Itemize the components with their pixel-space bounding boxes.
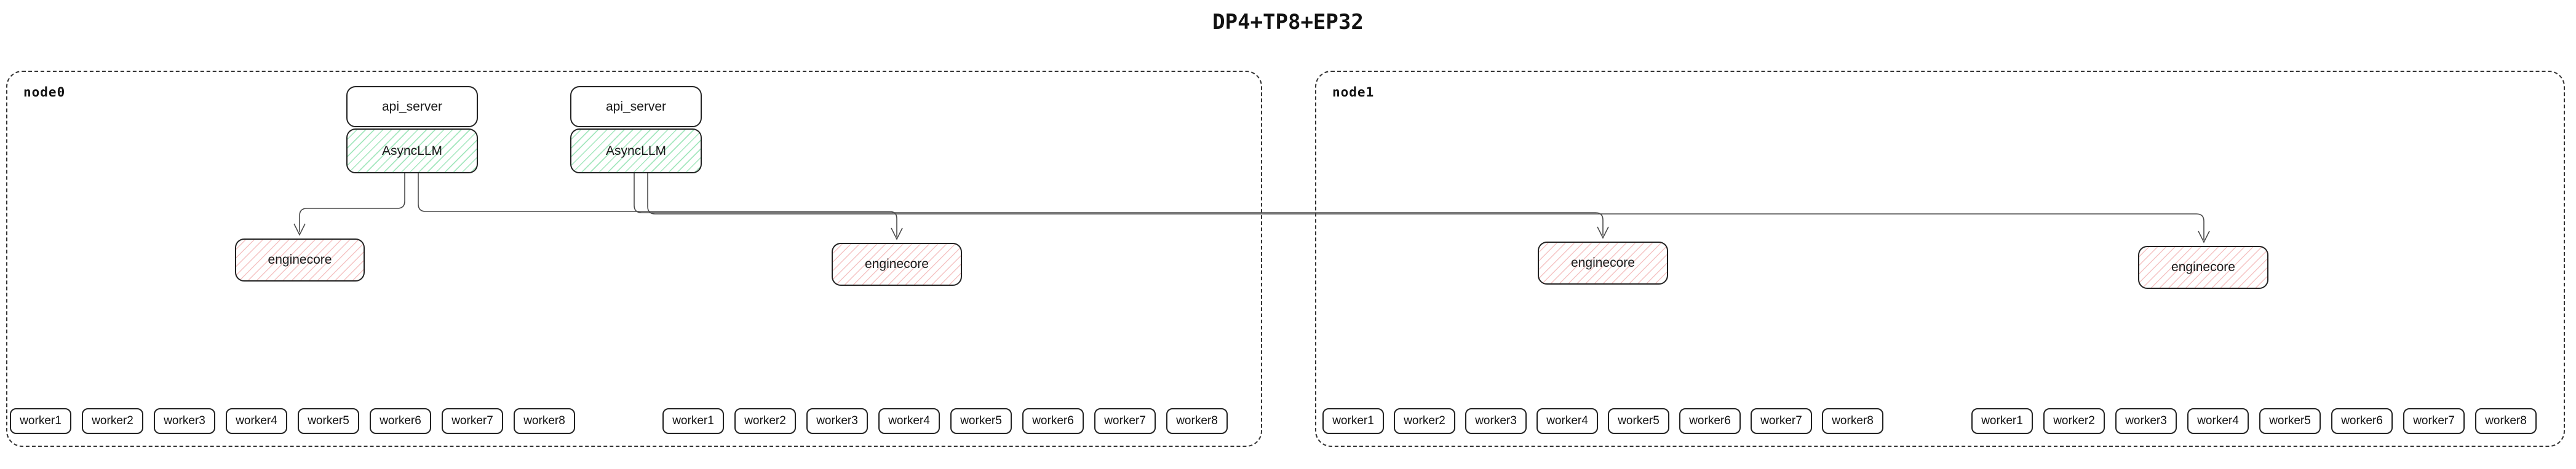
page-title: DP4+TP8+EP32 [1212, 10, 1364, 34]
worker-box: worker3 [154, 408, 215, 434]
enginecore-box-1: enginecore [235, 238, 365, 282]
worker-box: worker6 [1022, 408, 1084, 434]
edge-asyncllm2-enginecore4 [647, 173, 2210, 243]
worker-box: worker6 [370, 408, 431, 434]
worker-box: worker1 [662, 408, 724, 434]
worker-box: worker2 [1394, 408, 1455, 434]
node0-label: node0 [23, 85, 66, 100]
worker-box: worker2 [2043, 408, 2105, 434]
asyncllm-box-1: AsyncLLM [346, 128, 478, 173]
worker-box: worker7 [1094, 408, 1156, 434]
worker-box: worker5 [950, 408, 1012, 434]
arrowhead-icon [891, 227, 903, 240]
worker-box: worker8 [1166, 408, 1228, 434]
edge-asyncllm1-enginecore1 [293, 173, 405, 236]
worker-box: worker8 [2475, 408, 2537, 434]
node1-container [1315, 71, 2565, 447]
arrowhead-icon [293, 223, 306, 236]
worker-group-node1-2: worker1 worker2 worker3 worker4 worker5 … [1971, 408, 2537, 434]
arrowhead-icon [2198, 231, 2210, 243]
enginecore-box-2: enginecore [832, 243, 962, 286]
worker-box: worker6 [1679, 408, 1741, 434]
worker-box: worker5 [298, 408, 359, 434]
worker-box: worker1 [10, 408, 71, 434]
worker-box: worker2 [82, 408, 143, 434]
node0-container [6, 71, 1262, 447]
worker-group-node1-1: worker1 worker2 worker3 worker4 worker5 … [1322, 408, 1883, 434]
worker-box: worker1 [1322, 408, 1384, 434]
worker-box: worker3 [1465, 408, 1527, 434]
edge-asyncllm2-enginecore3 [634, 173, 1609, 239]
worker-box: worker1 [1971, 408, 2033, 434]
worker-box: worker3 [2115, 408, 2177, 434]
worker-box: worker7 [2403, 408, 2465, 434]
node1-label: node1 [1332, 85, 1375, 100]
enginecore-box-3: enginecore [1538, 242, 1668, 285]
worker-box: worker4 [226, 408, 287, 434]
worker-box: worker4 [878, 408, 940, 434]
worker-group-node0-1: worker1 worker2 worker3 worker4 worker5 … [10, 408, 575, 434]
arrowhead-icon [1597, 226, 1609, 239]
worker-box: worker4 [2187, 408, 2249, 434]
worker-box: worker8 [514, 408, 575, 434]
enginecore-box-4: enginecore [2138, 246, 2268, 289]
api-server-box-1: api_server [346, 86, 478, 127]
worker-box: worker5 [2259, 408, 2321, 434]
worker-box: worker7 [442, 408, 503, 434]
worker-box: worker5 [1608, 408, 1669, 434]
api-server-box-2: api_server [570, 86, 702, 127]
worker-box: worker4 [1536, 408, 1598, 434]
worker-box: worker3 [806, 408, 868, 434]
worker-box: worker2 [734, 408, 796, 434]
worker-box: worker8 [1822, 408, 1883, 434]
worker-group-node0-2: worker1 worker2 worker3 worker4 worker5 … [662, 408, 1228, 434]
worker-box: worker6 [2331, 408, 2393, 434]
asyncllm-box-2: AsyncLLM [570, 128, 702, 173]
edge-asyncllm1-enginecore2 [418, 173, 903, 240]
worker-box: worker7 [1751, 408, 1812, 434]
